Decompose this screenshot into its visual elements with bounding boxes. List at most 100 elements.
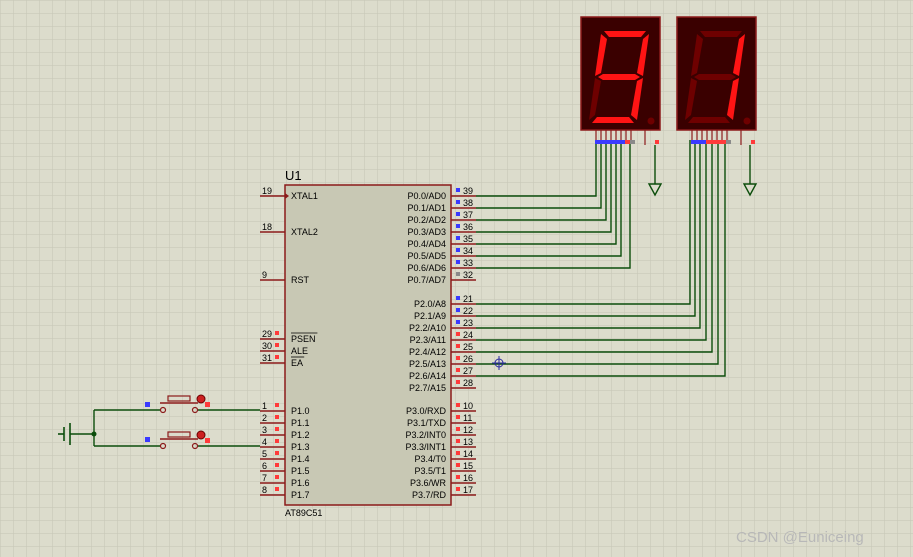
- pin-label: P3.6/WR: [410, 478, 447, 488]
- pin-number: 21: [463, 294, 473, 304]
- pin-number: 32: [463, 270, 473, 280]
- seven-segment-display-2[interactable]: [676, 16, 757, 145]
- pin-label: P0.0/AD0: [407, 191, 446, 201]
- pin-number: 28: [463, 378, 473, 388]
- pin-label: P0.6/AD6: [407, 263, 446, 273]
- pin-label: P3.3/INT1: [405, 442, 446, 452]
- seven-segment-display-1[interactable]: [580, 16, 661, 145]
- segment-b: [733, 34, 745, 76]
- logic-probe: [655, 140, 659, 144]
- logic-probe: [595, 140, 600, 144]
- logic-probe: [456, 212, 460, 216]
- wire-group: [476, 140, 726, 377]
- logic-probe: [716, 140, 721, 144]
- decimal-point: [743, 117, 751, 125]
- pin-number: 23: [463, 318, 473, 328]
- pin-number: 12: [463, 425, 473, 435]
- logic-probe: [751, 140, 755, 144]
- pin-number: 11: [463, 413, 472, 423]
- wire: [476, 140, 607, 221]
- ground-symbol-2: [742, 145, 758, 197]
- battery-icon: [58, 423, 71, 445]
- logic-probe: [625, 140, 630, 144]
- logic-probe: [456, 487, 460, 491]
- pin-number: 16: [463, 473, 473, 483]
- pin-label: P2.4/A12: [409, 347, 446, 357]
- pin-label: P1.1: [291, 418, 310, 428]
- pin-label: P1.4: [291, 454, 310, 464]
- pin-label: P3.0/RXD: [406, 406, 447, 416]
- wire: [476, 140, 726, 377]
- logic-probe: [275, 439, 279, 443]
- push-button-2[interactable]: [145, 430, 210, 450]
- pin-number: 2: [262, 413, 267, 423]
- pin-label: XTAL2: [291, 227, 318, 237]
- pin-label: P2.5/A13: [409, 359, 446, 369]
- button-indicator-icon: [196, 394, 206, 404]
- logic-probe: [456, 356, 460, 360]
- segment-e: [589, 78, 601, 120]
- logic-probe: [701, 140, 706, 144]
- logic-probe-low: [145, 437, 150, 442]
- wire: [476, 140, 696, 317]
- push-button-1[interactable]: [145, 394, 210, 414]
- pin-label: P2.3/A11: [410, 335, 446, 345]
- pin-number: 38: [463, 198, 473, 208]
- pin-label: P0.2/AD2: [407, 215, 446, 225]
- pin-label: P0.4/AD4: [407, 239, 446, 249]
- pin-number: 4: [262, 437, 267, 447]
- logic-probe: [456, 320, 460, 324]
- segment-f: [595, 34, 607, 76]
- logic-probe: [456, 332, 460, 336]
- pin-label: P3.1/TXD: [407, 418, 447, 428]
- display-group: [580, 16, 757, 145]
- logic-probe: [456, 380, 460, 384]
- logic-probe: [275, 475, 279, 479]
- logic-probe: [691, 140, 696, 144]
- logic-probe-low: [145, 402, 150, 407]
- pin-label: P1.2: [291, 430, 310, 440]
- pin-label: EA: [291, 358, 303, 368]
- pin-number: 8: [262, 485, 267, 495]
